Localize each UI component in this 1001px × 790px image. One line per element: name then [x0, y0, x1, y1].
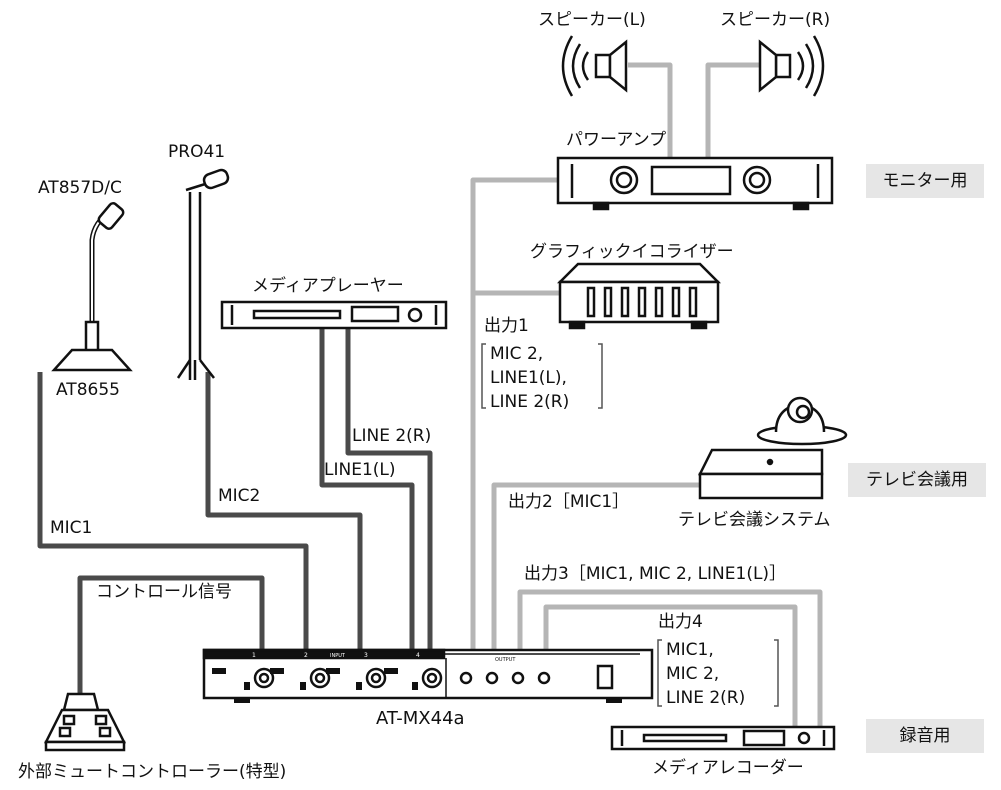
media-player-icon: [220, 300, 448, 330]
output4-item: MIC1,: [666, 640, 714, 660]
desk-microphone-icon: [51, 202, 133, 372]
cable-speaker-left: [628, 62, 673, 158]
cable-mic2: [205, 372, 363, 660]
cable-line1-label: LINE1(L): [324, 460, 396, 480]
equalizer-icon: [556, 262, 722, 330]
power-amp-label: パワーアンプ: [566, 130, 667, 150]
mic-at857-label: AT857D/C: [38, 178, 122, 198]
cable-mic1: [37, 372, 309, 660]
equalizer-label: グラフィックイコライザー: [530, 242, 734, 262]
video-conference-icon: [697, 396, 848, 500]
input-cables: [37, 328, 433, 700]
mixer-input-number: 1: [252, 652, 256, 659]
mixer-icon: [202, 648, 654, 703]
video-conf-tag: テレビ会議用: [848, 463, 986, 497]
speaker-right-icon: [758, 35, 825, 97]
cable-line2: [345, 328, 433, 660]
output1-title: 出力1: [484, 316, 529, 336]
output4-title: 出力4: [658, 612, 703, 632]
monitor-tag: モニター用: [866, 164, 984, 198]
output4-item: MIC 2,: [666, 664, 720, 684]
mixer-input-number: 3: [364, 652, 368, 659]
video-conf-label: テレビ会議システム: [678, 510, 831, 530]
power-amp-icon: [556, 156, 834, 211]
cable-mic1-label: MIC1: [50, 518, 93, 538]
output3-label: 出力3［MIC1, MIC 2, LINE1(L)］: [524, 564, 787, 584]
media-recorder-icon: [610, 725, 836, 751]
cable-line2-label: LINE 2(R): [352, 426, 432, 446]
cable-line1: [319, 328, 415, 660]
output-brackets: [481, 343, 779, 707]
output1-item: MIC 2,: [490, 344, 544, 364]
output4-item: LINE 2(R): [666, 688, 746, 708]
cable-out1-amp: [470, 177, 560, 660]
output-cables: [470, 62, 823, 730]
cable-out4: [543, 604, 798, 730]
mixer-label: AT-MX44a: [376, 708, 465, 729]
output2-label: 出力2［MIC1］: [508, 492, 630, 512]
mute-controller-icon: [43, 692, 127, 752]
mixer-input-number: 4: [416, 652, 420, 659]
stand-microphone-icon: [176, 168, 230, 380]
cable-control: [77, 575, 265, 700]
output1-item: LINE1(L),: [490, 368, 567, 388]
cable-control-label: コントロール信号: [96, 582, 232, 602]
output1-list: MIC 2, LINE1(L), LINE 2(R): [490, 342, 569, 414]
mixer-input-number: 2: [304, 652, 308, 659]
mixer-output-label: OUTPUT: [495, 657, 516, 663]
mic-base-label: AT8655: [56, 380, 120, 400]
cable-out3: [517, 589, 823, 730]
media-recorder-label: メディアレコーダー: [652, 758, 804, 778]
mute-controller-label: 外部ミュートコントローラー(特型): [18, 762, 287, 782]
mixer-input-label: INPUT: [330, 653, 346, 659]
cable-speaker-right: [705, 62, 760, 158]
media-player-label: メディアプレーヤー: [252, 276, 404, 296]
cable-mic2-label: MIC2: [218, 486, 261, 506]
output1-item: LINE 2(R): [490, 392, 570, 412]
speaker-right-label: スピーカー(R): [720, 10, 831, 30]
mic-pro41-label: PRO41: [168, 142, 226, 162]
recording-tag: 録音用: [866, 719, 984, 753]
speaker-left-label: スピーカー(L): [538, 10, 646, 30]
cable-out2: [491, 482, 700, 660]
speaker-left-icon: [561, 35, 628, 97]
output4-list: MIC1, MIC 2, LINE 2(R): [666, 638, 745, 710]
